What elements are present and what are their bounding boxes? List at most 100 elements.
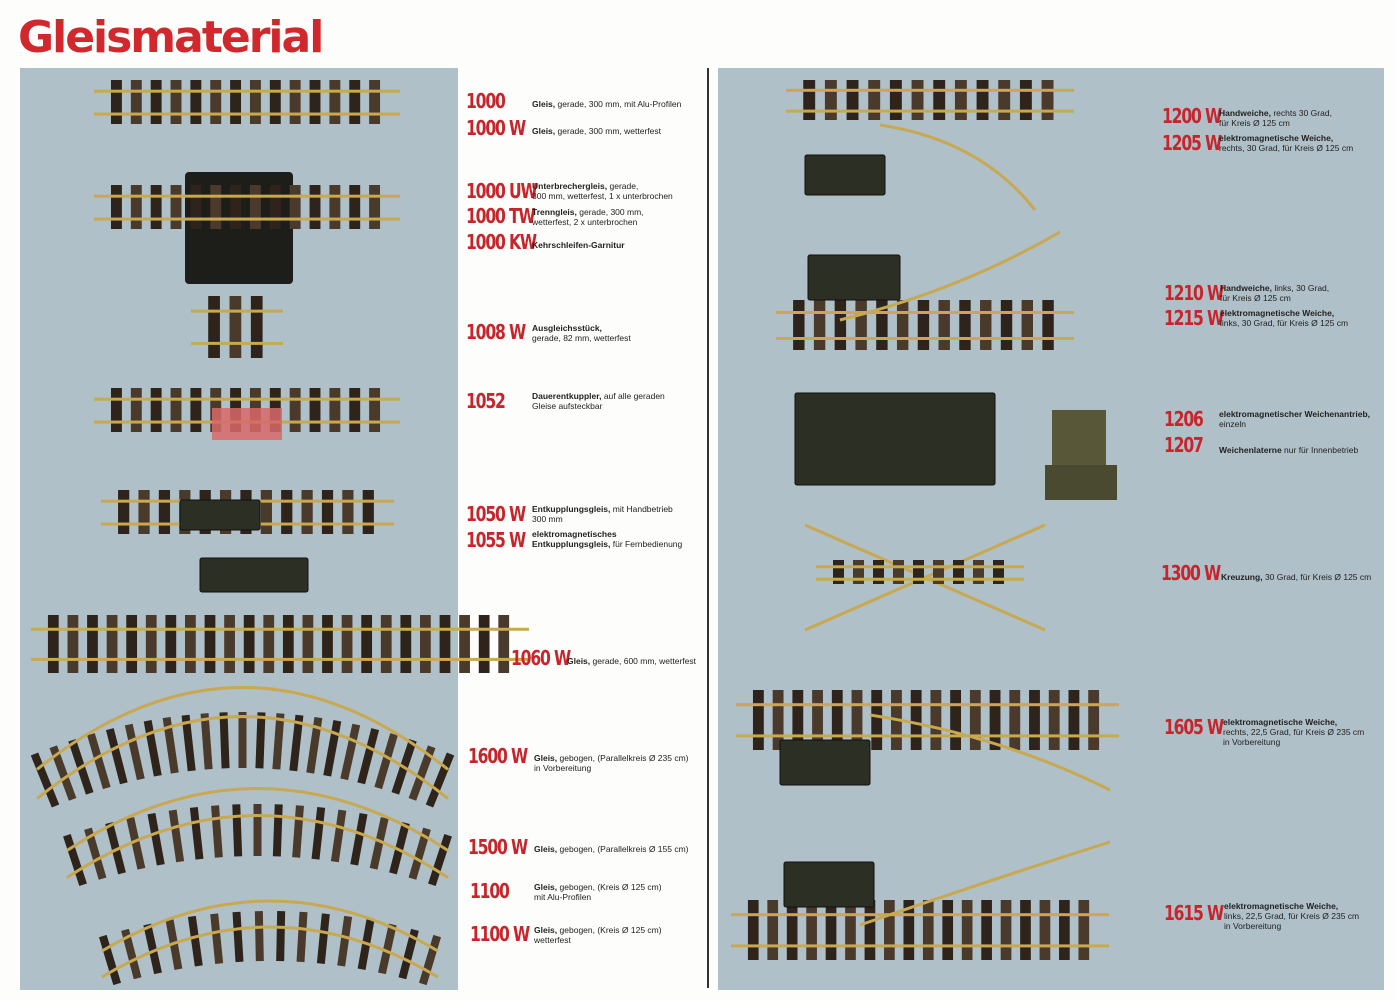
- sleeper: [187, 915, 203, 967]
- sleeper: [349, 388, 361, 432]
- sleeper: [143, 923, 162, 975]
- product-number: 1052: [466, 389, 506, 413]
- sleeper: [1059, 900, 1070, 960]
- sleeper: [118, 490, 130, 534]
- sleeper: [110, 80, 122, 124]
- product-number: 1008 W: [466, 320, 526, 344]
- sleeper: [47, 615, 59, 673]
- sleeper: [272, 713, 285, 770]
- sleeper: [84, 827, 107, 880]
- sleeper: [321, 490, 334, 534]
- sleeper: [150, 185, 162, 229]
- sleeper: [330, 809, 347, 863]
- sleeper: [289, 185, 301, 229]
- sleeper: [767, 900, 779, 960]
- product-number: 1206: [1164, 407, 1204, 431]
- sleeper: [190, 388, 202, 432]
- track-1100w: [98, 899, 442, 986]
- product-number: 1210 W: [1164, 281, 1224, 305]
- sleeper: [292, 805, 304, 858]
- sleeper: [1078, 900, 1090, 960]
- sleeper: [793, 300, 805, 350]
- product-number: 1100: [470, 879, 510, 903]
- sleeper: [232, 911, 244, 963]
- sleeper: [309, 80, 321, 124]
- sleeper: [349, 80, 361, 124]
- sleeper: [170, 80, 182, 124]
- rail: [736, 703, 1119, 707]
- sleeper: [357, 728, 380, 785]
- point-motor-1206: [794, 392, 996, 486]
- product-description: elektromagnetische Weiche,links, 30 Grad…: [1220, 308, 1349, 328]
- sleeper: [106, 615, 118, 673]
- product-description: elektromagnetische Weiche,rechts, 22,5 G…: [1223, 717, 1365, 747]
- sleeper: [425, 752, 455, 808]
- rail: [816, 577, 1024, 581]
- sleeper: [289, 714, 304, 772]
- sleeper: [1020, 900, 1031, 960]
- crossing-1300w: [816, 560, 1024, 584]
- sleeper: [342, 490, 354, 534]
- product-number: 1100 W: [470, 922, 530, 946]
- diverging-rail: [879, 123, 1037, 211]
- sleeper: [959, 300, 971, 350]
- sleeper: [255, 712, 266, 769]
- page-title: Gleismaterial: [18, 12, 324, 63]
- uncoupler-mechanism: [179, 499, 261, 531]
- sleeper: [204, 615, 216, 673]
- sleeper: [362, 490, 374, 534]
- sleeper: [309, 388, 321, 432]
- sleeper: [498, 615, 510, 673]
- product-description: elektromagnetische Weiche,links, 22,5 Gr…: [1224, 901, 1360, 931]
- sleeper: [87, 733, 111, 790]
- sleeper: [230, 80, 242, 124]
- sleeper: [1019, 80, 1032, 120]
- sleeper: [1000, 300, 1013, 350]
- sleeper: [976, 80, 989, 120]
- sleeper: [232, 804, 243, 857]
- sleeper: [208, 296, 220, 358]
- sleeper: [302, 615, 314, 673]
- rail: [816, 565, 1024, 569]
- sleeper: [63, 834, 87, 886]
- sleeper: [150, 80, 162, 124]
- sleeper: [269, 80, 281, 124]
- sleeper: [369, 80, 381, 124]
- sleeper: [272, 804, 283, 857]
- rail: [731, 944, 1109, 948]
- sleeper: [190, 80, 202, 124]
- sleeper: [813, 300, 826, 350]
- sleeper: [243, 615, 255, 673]
- rail: [191, 309, 283, 313]
- rail: [94, 217, 400, 221]
- sleeper: [200, 713, 213, 770]
- sleeper: [374, 733, 398, 790]
- sleeper: [893, 560, 904, 584]
- product-number: 1207: [1164, 433, 1204, 457]
- sleeper: [30, 752, 60, 808]
- product-number: 1215 W: [1164, 306, 1224, 330]
- sleeper: [942, 900, 954, 960]
- sleeper: [249, 80, 261, 124]
- track-1500w: [63, 787, 452, 886]
- sleeper: [911, 80, 924, 120]
- sleeper: [253, 804, 262, 856]
- sleeper: [933, 560, 944, 584]
- sleeper: [969, 690, 981, 750]
- rail: [191, 341, 283, 345]
- rail: [94, 397, 400, 401]
- sleeper: [269, 185, 281, 229]
- sleeper: [130, 185, 142, 229]
- track-1000: [94, 80, 400, 124]
- uncoupler-motor-box: [199, 557, 309, 593]
- sleeper: [408, 827, 431, 880]
- sleeper: [110, 388, 122, 432]
- product-number: 1000: [466, 89, 506, 113]
- sleeper: [219, 712, 230, 769]
- sleeper: [145, 615, 157, 673]
- product-description: Kreuzung, 30 Grad, für Kreis Ø 125 cm: [1221, 572, 1372, 582]
- sleeper: [913, 560, 924, 584]
- sleeper: [772, 690, 784, 750]
- sleeper: [380, 615, 392, 673]
